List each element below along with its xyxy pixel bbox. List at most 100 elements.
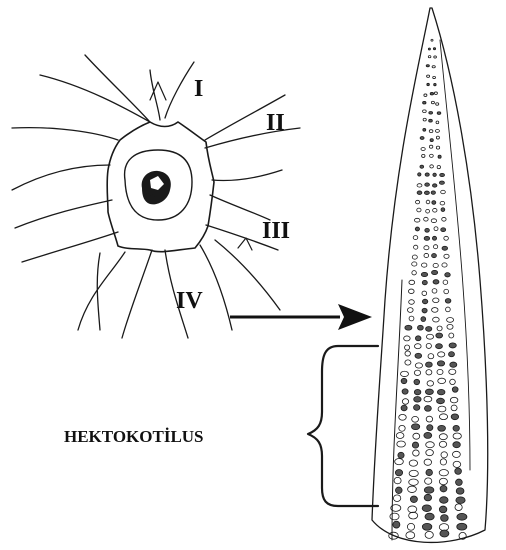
sucker (396, 433, 404, 439)
sucker (394, 477, 401, 483)
sucker (439, 506, 447, 513)
sucker (425, 513, 434, 520)
sucker (445, 273, 451, 277)
sucker (423, 118, 426, 121)
sucker (441, 452, 447, 458)
sucker (431, 101, 434, 104)
arm-label-1: I (194, 76, 203, 102)
sucker (421, 272, 427, 276)
sucker (417, 208, 421, 212)
sucker (433, 48, 435, 50)
sucker (418, 325, 424, 330)
sucker (449, 333, 454, 338)
sucker (433, 76, 436, 78)
sucker (432, 289, 437, 294)
sucker (447, 318, 454, 323)
sucker (405, 351, 410, 356)
arm-groove (392, 280, 402, 540)
sucker (428, 48, 430, 50)
sucker (414, 405, 420, 411)
sucker (426, 200, 430, 204)
sucker (424, 459, 431, 465)
sucker (424, 191, 429, 194)
sucker (436, 344, 443, 349)
sucker (423, 128, 426, 131)
sucker (427, 381, 434, 386)
sucker (432, 236, 436, 240)
sucker (434, 56, 437, 58)
sucker (433, 263, 438, 267)
sucker (422, 308, 427, 313)
sucker (415, 344, 422, 349)
sucker (447, 324, 453, 329)
sucker (432, 184, 436, 187)
sucker (429, 130, 433, 133)
sucker (433, 208, 437, 212)
sucker (439, 478, 447, 484)
sucker (424, 494, 431, 501)
sucker (437, 398, 445, 404)
sucker (426, 362, 433, 367)
sucker (430, 92, 433, 94)
sucker (442, 217, 446, 221)
sucker (414, 245, 418, 249)
arm-detail (372, 8, 488, 542)
sucker (424, 236, 430, 240)
sucker (420, 137, 424, 140)
sucker (432, 254, 437, 258)
arm-tips (150, 82, 252, 250)
sucker (432, 201, 436, 205)
sucker (425, 228, 430, 232)
sucker (429, 119, 433, 122)
sucker (438, 352, 445, 357)
sucker (412, 442, 418, 448)
sucker (424, 396, 432, 402)
sucker (415, 353, 422, 358)
sucker (412, 416, 419, 422)
sucker (426, 343, 431, 348)
sucker (451, 414, 458, 420)
sucker (426, 334, 433, 339)
sucker (440, 497, 449, 504)
sucker (413, 236, 418, 240)
sucker (421, 147, 425, 150)
sucker (430, 139, 433, 142)
sucker (426, 209, 430, 213)
sucker (422, 505, 431, 512)
sucker (425, 389, 433, 395)
sucker (422, 299, 427, 304)
sucker (431, 39, 433, 41)
sucker (414, 370, 420, 375)
sucker (432, 308, 438, 313)
sucker (455, 504, 462, 511)
sucker (453, 461, 461, 467)
sucker (404, 336, 411, 341)
beak (142, 171, 171, 204)
sucker (401, 378, 407, 383)
sucker (436, 103, 439, 106)
sucker (415, 227, 419, 231)
sucker (417, 191, 422, 194)
sucker (424, 246, 429, 250)
pointer-arrow (230, 304, 372, 330)
sucker (408, 506, 417, 513)
sucker (442, 246, 448, 250)
sucker (437, 389, 445, 395)
sucker (449, 352, 455, 357)
sucker (409, 470, 418, 476)
sucker (423, 101, 426, 104)
sucker (437, 369, 443, 374)
sucker (440, 459, 446, 465)
sucker (444, 289, 449, 294)
sucker (398, 452, 404, 458)
sucker (409, 479, 419, 485)
sucker (430, 154, 434, 157)
sucker (435, 129, 439, 132)
sucker (441, 228, 446, 232)
sucker (427, 425, 433, 431)
sucker (409, 280, 415, 284)
sucker (432, 270, 438, 274)
hectocotylus-label: HEKTOKOTİLUS (64, 427, 204, 446)
sucker (439, 441, 446, 447)
sucker (436, 136, 439, 139)
